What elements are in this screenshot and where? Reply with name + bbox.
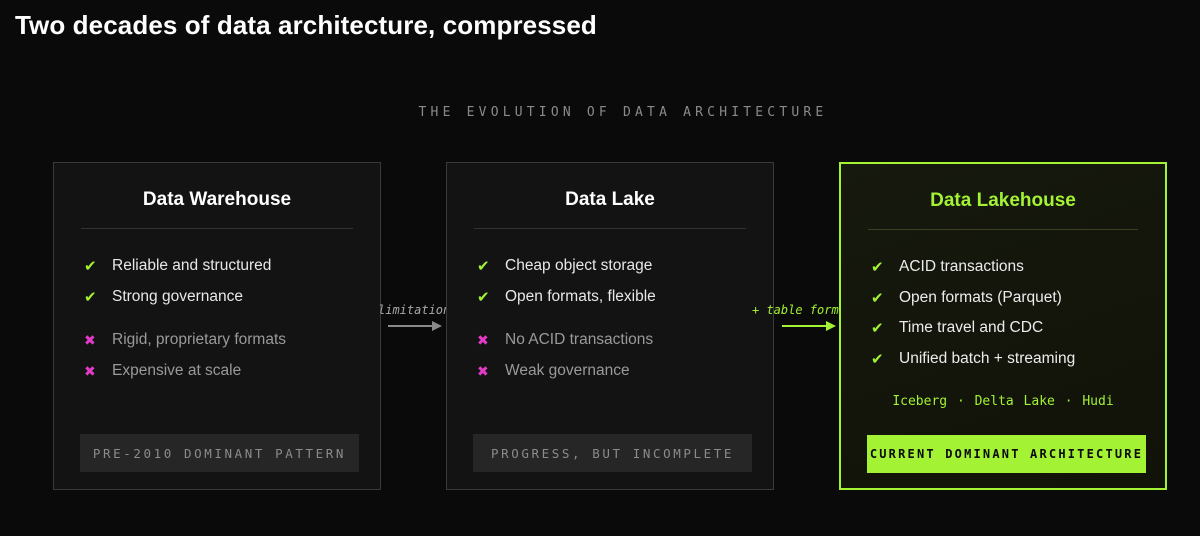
table-formats-list: Iceberg · Delta Lake · Hudi <box>892 394 1114 409</box>
cross-icon: ✖ <box>84 331 96 348</box>
check-icon: ✔ <box>871 290 884 307</box>
status-badge: PRE-2010 DOMINANT PATTERN <box>80 434 359 472</box>
con-item: ✖ No ACID transactions <box>477 330 653 350</box>
card-divider <box>474 228 746 229</box>
card-divider <box>81 228 353 229</box>
pro-item: ✔ Time travel and CDC <box>871 318 1043 338</box>
pro-text: ACID transactions <box>899 258 1024 275</box>
con-text: No ACID transactions <box>505 331 654 348</box>
con-text: Weak governance <box>505 362 630 379</box>
pro-item: ✔ Open formats, flexible <box>477 287 656 307</box>
page-title: Two decades of data architecture, compre… <box>15 10 597 40</box>
pro-text: Open formats (Parquet) <box>899 289 1062 306</box>
pro-item: ✔ Strong governance <box>84 287 243 307</box>
card-title: Data Warehouse <box>142 189 292 210</box>
con-item: ✖ Weak governance <box>477 361 630 381</box>
card-data-lakehouse: Data Lakehouse ✔ ACID transactions ✔ Ope… <box>839 162 1167 490</box>
cross-icon: ✖ <box>477 362 489 379</box>
cross-icon: ✖ <box>84 362 96 379</box>
pro-text: Strong governance <box>112 288 243 305</box>
pro-item: ✔ Open formats (Parquet) <box>871 288 1062 308</box>
check-icon: ✔ <box>871 259 884 276</box>
pro-text: Cheap object storage <box>505 257 653 274</box>
pro-text: Reliable and structured <box>112 257 272 274</box>
card-title: Data Lakehouse <box>930 190 1076 211</box>
check-icon: ✔ <box>477 258 490 275</box>
pro-text: Open formats, flexible <box>505 288 656 305</box>
con-text: Rigid, proprietary formats <box>112 331 287 348</box>
arrow-label-table-formats: + table formats <box>752 303 839 317</box>
pro-item: ✔ Cheap object storage <box>477 256 652 276</box>
pro-text: Time travel and CDC <box>899 319 1044 336</box>
check-icon: ✔ <box>871 320 884 337</box>
con-item: ✖ Expensive at scale <box>84 361 241 381</box>
check-icon: ✔ <box>84 258 97 275</box>
card-data-warehouse: Data Warehouse ✔ Reliable and structured… <box>53 162 381 490</box>
con-item: ✖ Rigid, proprietary formats <box>84 330 286 350</box>
card-data-lake: Data Lake ✔ Cheap object storage ✔ Open … <box>446 162 774 490</box>
arrow-icon <box>388 321 442 331</box>
pro-item: ✔ Unified batch + streaming <box>871 349 1075 369</box>
check-icon: ✔ <box>871 351 884 368</box>
cross-icon: ✖ <box>477 331 489 348</box>
card-divider <box>868 229 1138 230</box>
status-badge: CURRENT DOMINANT ARCHITECTURE <box>867 435 1146 473</box>
arrow-icon <box>782 321 836 331</box>
con-text: Expensive at scale <box>112 362 242 379</box>
arrow-label-limitations: limitations <box>378 303 446 317</box>
status-badge: PROGRESS, BUT INCOMPLETE <box>473 434 752 472</box>
pro-item: ✔ Reliable and structured <box>84 256 271 276</box>
check-icon: ✔ <box>477 289 490 306</box>
diagram-subtitle: THE EVOLUTION OF DATA ARCHITECTURE <box>418 105 828 120</box>
card-title: Data Lake <box>565 189 655 210</box>
pro-text: Unified batch + streaming <box>899 350 1076 367</box>
check-icon: ✔ <box>84 289 97 306</box>
pro-item: ✔ ACID transactions <box>871 257 1024 277</box>
